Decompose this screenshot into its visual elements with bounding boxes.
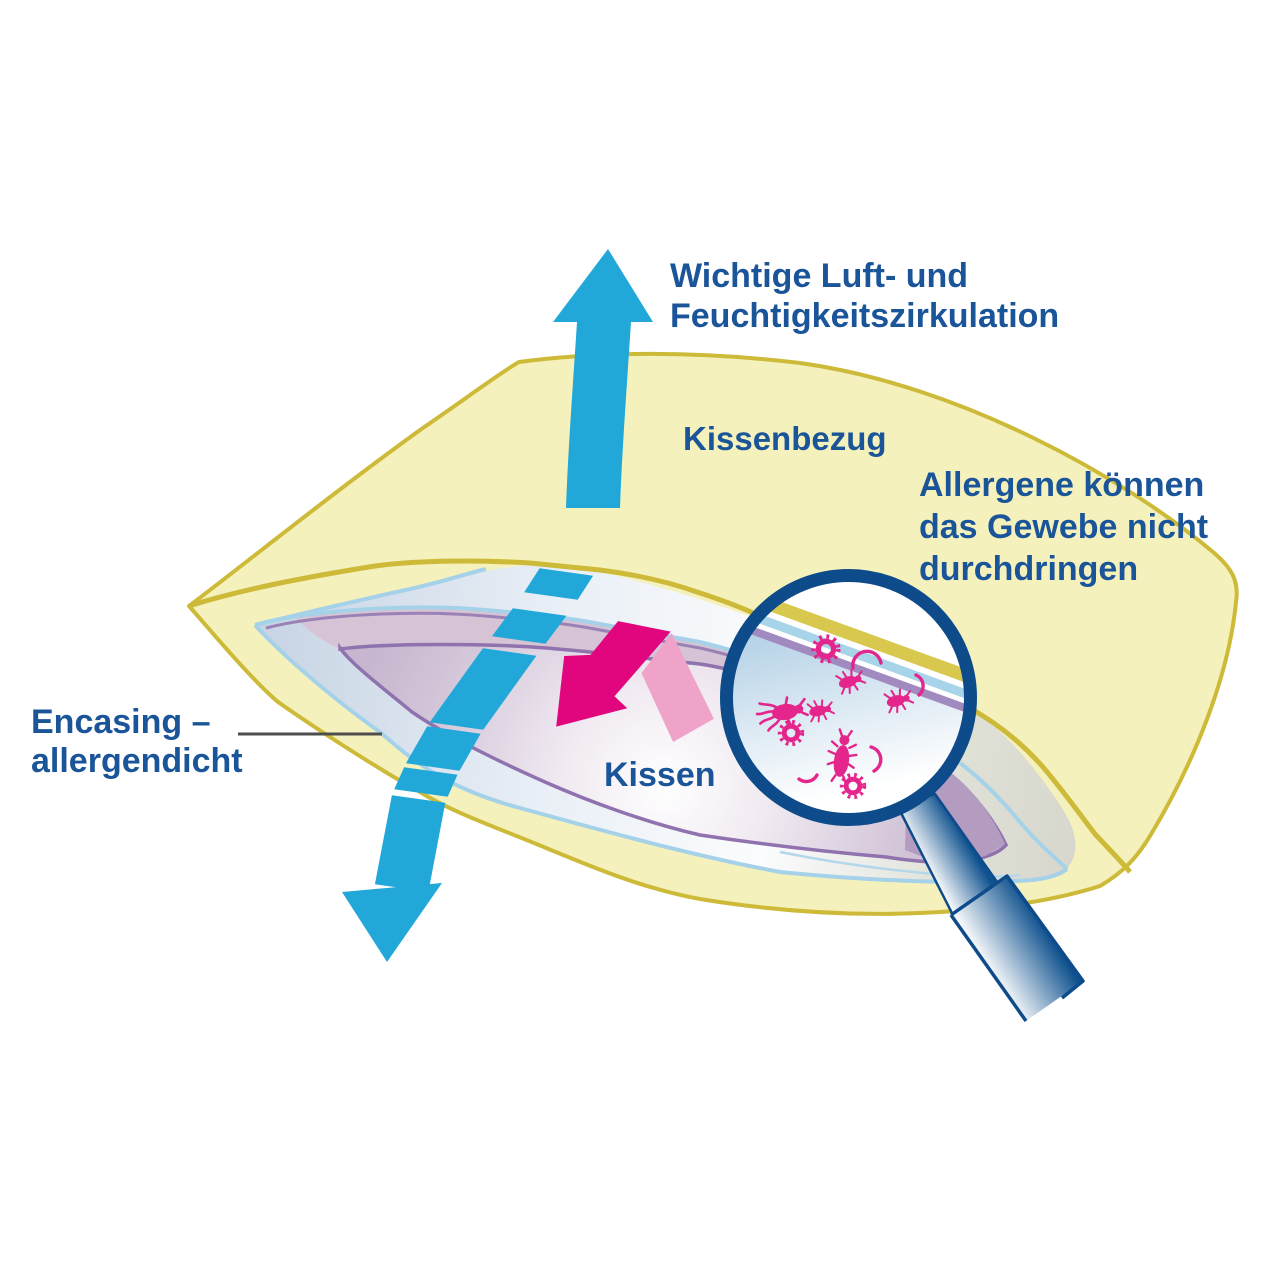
svg-text:Kissen: Kissen: [604, 756, 716, 794]
svg-text:Allergene können: Allergene können: [919, 466, 1204, 504]
svg-text:Kissenbezug: Kissenbezug: [683, 420, 887, 457]
svg-text:Wichtige Luft- und: Wichtige Luft- und: [670, 257, 968, 295]
svg-text:Feuchtigkeitszirkulation: Feuchtigkeitszirkulation: [670, 297, 1059, 335]
svg-text:Encasing –: Encasing –: [31, 703, 211, 741]
svg-text:durchdringen: durchdringen: [919, 550, 1138, 588]
svg-text:das Gewebe nicht: das Gewebe nicht: [919, 508, 1208, 546]
svg-text:allergendicht: allergendicht: [31, 742, 243, 780]
